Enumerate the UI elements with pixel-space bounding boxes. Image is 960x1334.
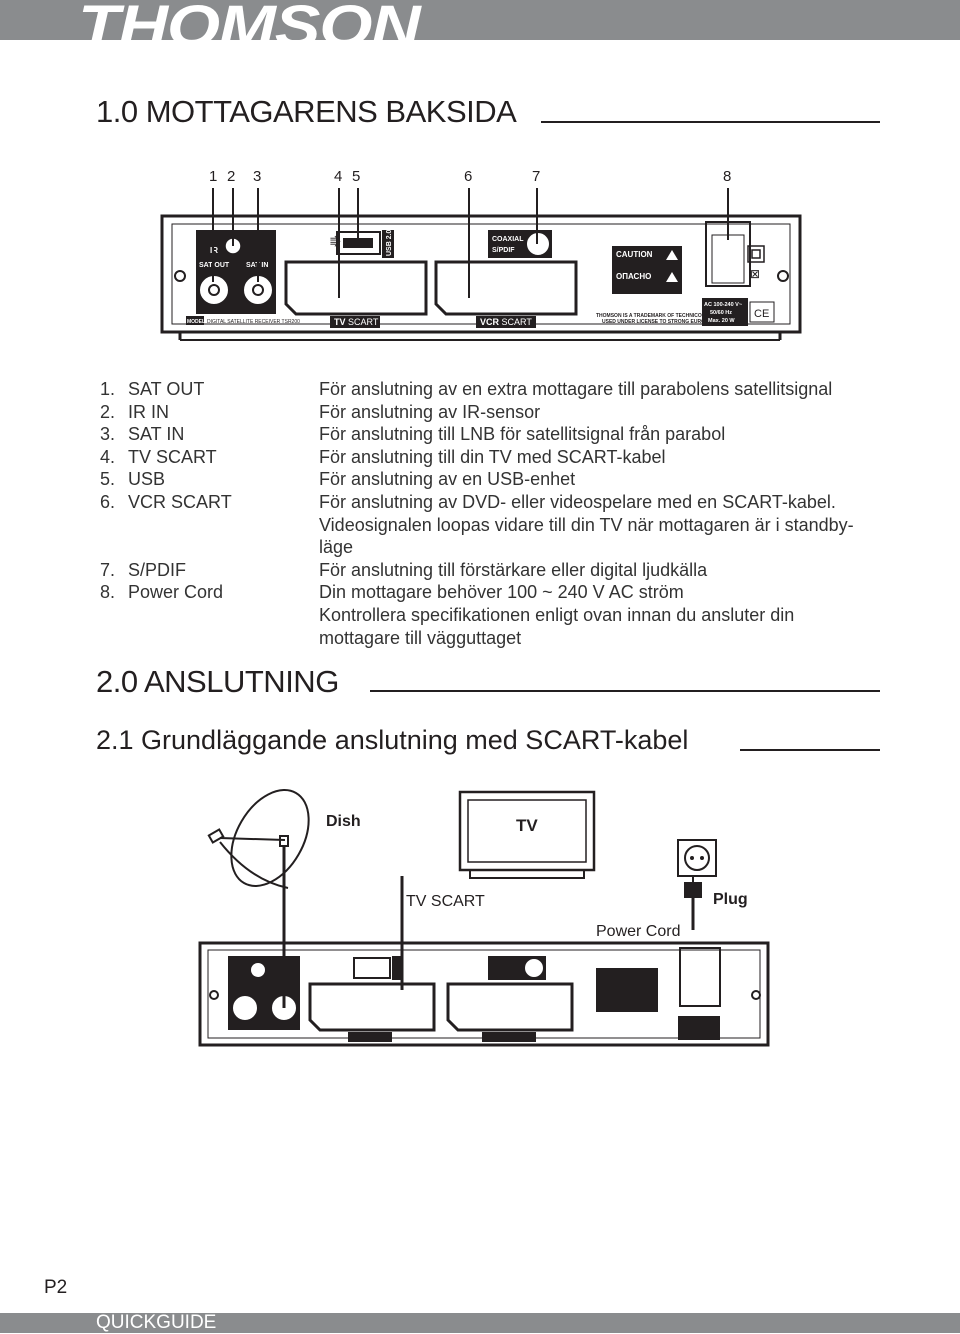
connection-diagram: Dish TV Plug TV SCART Power Cord (190, 780, 790, 1060)
ir-label: IR (210, 246, 218, 255)
vcr-scart-connector (434, 260, 578, 316)
list-item: 3.SAT IN För anslutning till LNB för sat… (100, 424, 726, 445)
dish-label: Dish (326, 813, 361, 830)
coaxial-label: COAXIAL (492, 236, 524, 243)
list-item: 7.S/PDIF För anslutning till förstärkare… (100, 559, 708, 580)
list-item: 5.USB För anslutning av en USB-enhet (100, 469, 576, 490)
callout-1: 1 (209, 168, 217, 185)
list-item: 2.IR IN För anslutning av IR-sensor (100, 401, 541, 422)
callout-7: 7 (532, 168, 540, 185)
callout-6: 6 (464, 168, 472, 185)
model-name: DIGITAL SATELLITE RECEIVER TSR200 (207, 319, 300, 325)
plug-label: Plug (713, 891, 748, 908)
svg-text:AC 100-240 V~: AC 100-240 V~ (704, 302, 742, 308)
list-item: 8.Power Cord Din mottagare behöver 100 ~… (100, 582, 795, 648)
svg-text:CE: CE (754, 308, 769, 320)
page-number: P2 (44, 1277, 68, 1298)
trademark-line-1: THOMSON IS A TRADEMARK OF TECHNICOLOR S.… (596, 313, 724, 319)
model-tag: MODEL (187, 319, 205, 325)
list-item: 1.SAT OUT För anslutning av en extra mot… (100, 379, 833, 399)
list-item: 4.TV SCART För anslutning till din TV me… (100, 446, 666, 467)
sat-out-label: SAT OUT (199, 262, 230, 269)
tv-scart-connector (284, 260, 428, 316)
tv-scart-cable-label: TV SCART (406, 893, 485, 910)
plug-icon (684, 882, 702, 898)
brand-logo: THOMSON (78, 0, 421, 59)
usb-label: USB 2.0 (386, 229, 393, 256)
svg-text:⊠: ⊠ (750, 267, 760, 281)
svg-text:CAUTION: CAUTION (616, 250, 653, 259)
receiver-chassis (198, 941, 770, 1047)
footer-bar (0, 1313, 960, 1333)
dish-icon (207, 789, 310, 889)
svg-text:Max. 20 W: Max. 20 W (708, 318, 735, 324)
subsection-title-scart: 2.1 Grundläggande anslutning med SCART-k… (96, 725, 689, 755)
callout-2: 2 (227, 168, 235, 185)
rear-panel-diagram: 1 2 3 4 5 6 7 8 IR SAT OUT SAT IN ⭆ USB … (150, 160, 810, 350)
callout-5: 5 (352, 168, 360, 185)
svg-text:50/60 Hz: 50/60 Hz (710, 310, 732, 316)
callout-4: 4 (334, 168, 342, 185)
tv-label: TV (516, 816, 538, 835)
spdif-label: S/PDIF (492, 247, 515, 254)
callout-8: 8 (723, 168, 731, 185)
footer-label: QUICKGUIDE (96, 1312, 217, 1333)
title-rule (740, 749, 880, 751)
svg-text:ОПАСНО: ОПАСНО (616, 272, 651, 281)
header-bar (0, 0, 960, 40)
svg-text:VCR SCART: VCR SCART (480, 317, 532, 327)
wall-socket-icon (677, 839, 717, 877)
title-rule (370, 690, 880, 692)
receiver-chassis (160, 214, 802, 334)
power-cord-label: Power Cord (596, 923, 680, 940)
trademark-line-2: USED UNDER LICENSE TO STRONG EUROPE (602, 319, 712, 325)
section-title-connection: 2.0 ANSLUTNING (96, 664, 339, 699)
callout-3: 3 (253, 168, 261, 185)
list-item: 6.VCR SCART För anslutning av DVD- eller… (100, 491, 854, 558)
section-title-rear-panel: 1.0 MOTTAGARENS BAKSIDA (96, 94, 517, 129)
connector-list: 1.SAT OUT För anslutning av en extra mot… (100, 378, 900, 649)
svg-text:TV SCART: TV SCART (334, 317, 379, 327)
svg-text:⭆: ⭆ (330, 235, 341, 249)
title-rule (541, 121, 880, 123)
